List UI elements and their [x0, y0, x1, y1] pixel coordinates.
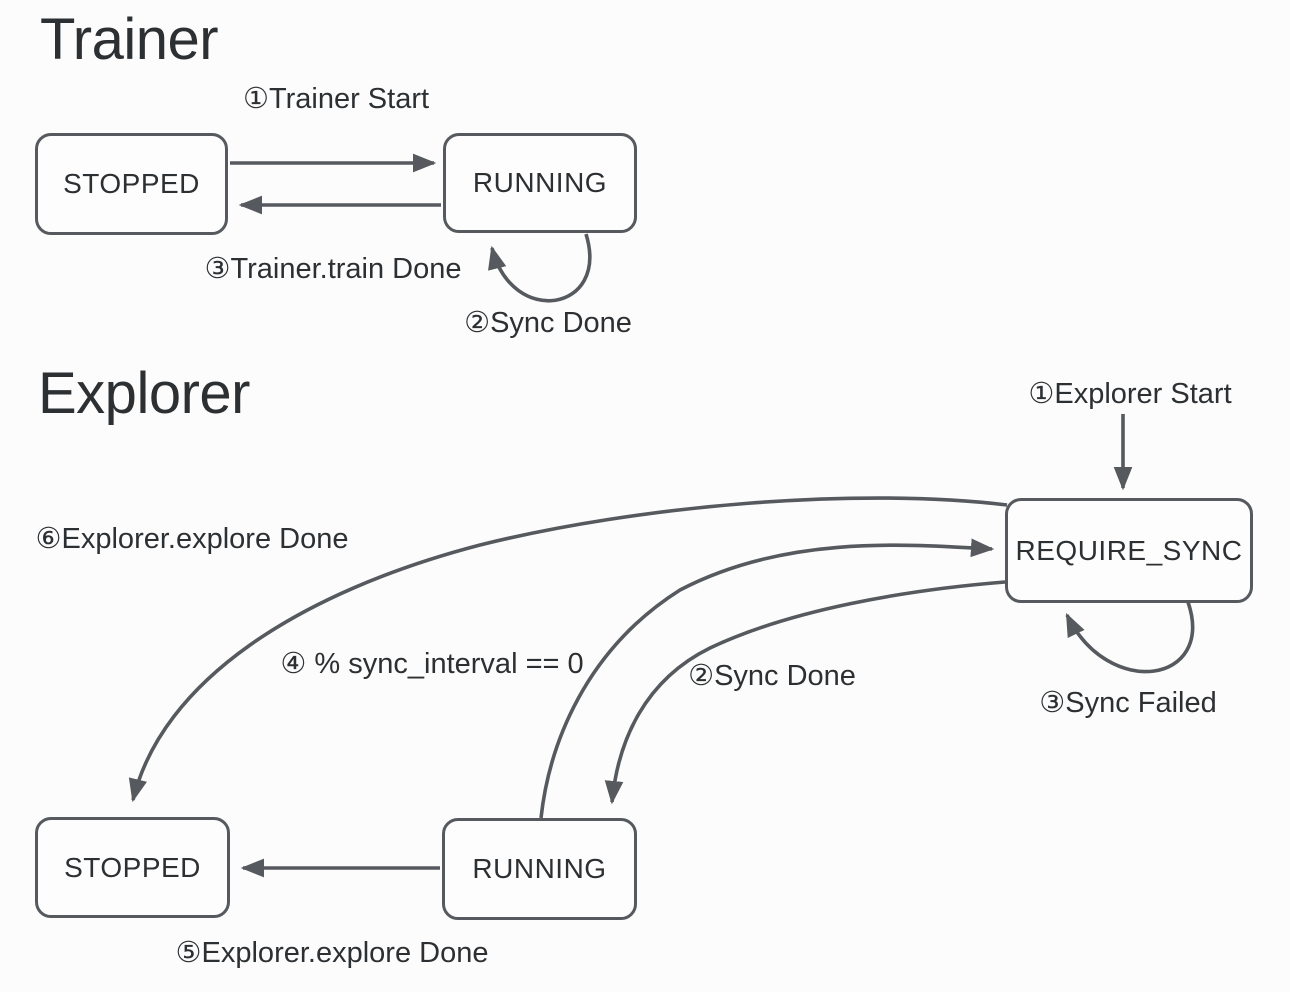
- explorer-edge-label-explore-done-5: ⑤Explorer.explore Done: [175, 937, 489, 969]
- explorer-state-running-label: RUNNING: [472, 853, 607, 884]
- explorer-edge-label-sync-done: ②Sync Done: [688, 660, 856, 692]
- explorer-state-stopped-label: STOPPED: [64, 851, 201, 883]
- trainer-edge-sync-done-loop: [488, 233, 592, 303]
- trainer-state-stopped: STOPPED: [35, 133, 228, 235]
- explorer-edge-label-sync-failed: ③Sync Failed: [1039, 687, 1217, 719]
- explorer-state-running: RUNNING: [442, 818, 637, 920]
- trainer-edge-label-sync-done: ②Sync Done: [464, 307, 632, 339]
- trainer-state-running-label: RUNNING: [472, 167, 608, 198]
- explorer-edge-label-start: ①Explorer Start: [1028, 378, 1232, 410]
- explorer-state-stopped: STOPPED: [35, 817, 230, 918]
- explorer-edge-explore-done-6: [128, 496, 1008, 803]
- explorer-edge-label-sync-interval: ④ % sync_interval == 0: [280, 648, 584, 680]
- trainer-edge-label-train-done: ③Trainer.train Done: [204, 253, 462, 285]
- explorer-title: Explorer: [38, 361, 250, 426]
- explorer-state-require-sync: REQUIRE_SYNC: [1005, 498, 1253, 603]
- explorer-edge-sync-done: [604, 580, 1006, 805]
- trainer-state-running: RUNNING: [443, 133, 637, 233]
- trainer-state-stopped-label: STOPPED: [63, 168, 200, 199]
- explorer-edge-label-explore-done-6: ⑥Explorer.explore Done: [35, 523, 349, 555]
- trainer-edge-label-start: ①Trainer Start: [242, 83, 430, 115]
- trainer-title: Trainer: [40, 7, 219, 72]
- explorer-state-require-sync-label: REQUIRE_SYNC: [1015, 534, 1243, 566]
- explorer-edge-sync-interval: [539, 538, 995, 819]
- explorer-edge-sync-failed-loop: [1065, 601, 1195, 674]
